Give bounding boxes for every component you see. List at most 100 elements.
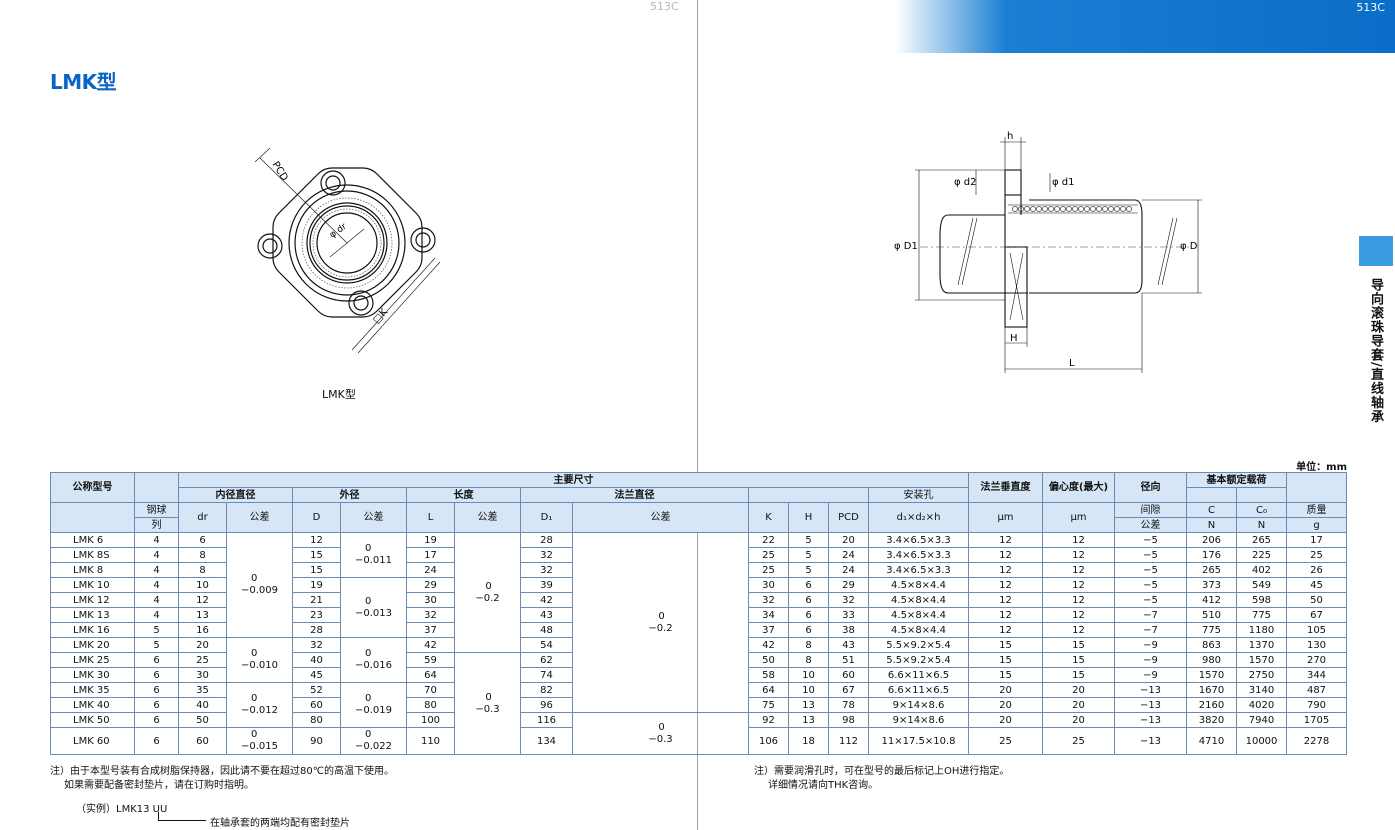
cell-PCD: 98 [828, 712, 869, 728]
cell-D-tol-value: 0−0.011 [355, 543, 392, 567]
cell-D: 19 [292, 577, 341, 593]
cell-C0: 3140 [1236, 682, 1287, 698]
cell-K: 22 [748, 532, 789, 548]
cell-C: 2160 [1186, 697, 1237, 713]
cell-C: 4710 [1186, 727, 1237, 755]
cell-mount-hole: 9×14×8.6 [868, 697, 969, 713]
cell-dr-tol-upper: 0 [250, 693, 258, 704]
cell-D1: 82 [520, 682, 573, 698]
th-D: D [292, 502, 341, 533]
cell-L-tol: 0−0.3 [454, 652, 521, 755]
cell-ball-rows: 6 [134, 697, 179, 713]
cell-PCD: 51 [828, 652, 869, 668]
cell-C0: 10000 [1236, 727, 1287, 755]
th-nominal: 公称型号 [50, 472, 135, 503]
side-view-drawing: h φ d2 φ d1 φ D1 φ D H L [894, 131, 1202, 373]
cell-ball-rows: 4 [134, 577, 179, 593]
cell-clearance: −7 [1114, 607, 1187, 623]
cell-mount-hole: 11×17.5×10.8 [868, 727, 969, 755]
cell-D1: 32 [520, 547, 573, 563]
cell-ball-rows: 4 [134, 607, 179, 623]
cell-clearance: −9 [1114, 652, 1187, 668]
cell-perpendicularity: 20 [968, 712, 1043, 728]
cell-mount-hole: 6.6×11×6.5 [868, 667, 969, 683]
cell-dr-tol-value: 0−0.010 [241, 648, 278, 672]
cell-D: 15 [292, 547, 341, 563]
th-length: 长度 [406, 487, 521, 503]
cell-dr: 12 [178, 592, 227, 608]
cell-mount-hole: 9×14×8.6 [868, 712, 969, 728]
th-load-blank1 [1186, 487, 1237, 503]
cell-D-tol-lower: −0.013 [354, 607, 392, 619]
D1-label: φ D1 [894, 241, 918, 252]
dr-label: φ dr [328, 222, 349, 241]
cell-dr-tol-lower: −0.012 [240, 705, 278, 716]
cell-D1-tol-upper: 0 [658, 610, 665, 622]
cell-L: 37 [406, 622, 455, 638]
cell-L: 19 [406, 532, 455, 548]
cell-perpendicularity: 15 [968, 652, 1043, 668]
cell-D-tol-upper: 0 [364, 693, 372, 704]
cell-D-tol-lower: −0.011 [354, 555, 392, 566]
cell-D: 15 [292, 562, 341, 578]
th-D1-tol: 公差 [572, 502, 749, 533]
order-example: （实例）LMK13 UU [76, 804, 168, 815]
cell-eccentricity: 15 [1042, 637, 1115, 653]
cell-K: 30 [748, 577, 789, 593]
cell-L: 17 [406, 547, 455, 563]
cell-PCD: 38 [828, 622, 869, 638]
spec-table-wrapper: 公称型号 主要尺寸 法兰垂直度 偏心度(最大) 径向 基本额定载荷 内径直径 外… [50, 472, 1347, 762]
cell-D-tol-value: 0−0.019 [355, 693, 392, 717]
cell-PCD: 24 [828, 547, 869, 563]
page-spine [697, 0, 698, 830]
cell-L: 100 [406, 712, 455, 728]
cell-L: 42 [406, 637, 455, 653]
th-dr-tol: 公差 [226, 502, 293, 533]
cell-perpendicularity: 12 [968, 577, 1043, 593]
L-label: L [1069, 358, 1075, 369]
cell-D1: 96 [520, 697, 573, 713]
cell-perpendicularity: 12 [968, 622, 1043, 638]
cell-K: 50 [748, 652, 789, 668]
th-kh-blank [748, 487, 869, 503]
cell-mass: 67 [1286, 607, 1347, 623]
th-mount: 安装孔 [868, 487, 969, 503]
cell-D: 90 [292, 727, 341, 755]
cell-model: LMK 16 [50, 622, 135, 638]
cell-dr-tol-value: 0−0.009 [241, 573, 278, 597]
note-right-1: 注）需要润滑孔时，可在型号的最后标记上OH进行指定。 [754, 766, 1010, 777]
cell-L: 80 [406, 697, 455, 713]
th-outer: 外径 [292, 487, 407, 503]
cell-D-tol: 0−0.022 [340, 727, 407, 755]
cell-H: 5 [788, 532, 829, 548]
cell-mount-hole: 4.5×8×4.4 [868, 592, 969, 608]
cell-D: 40 [292, 652, 341, 668]
cell-mount-hole: 4.5×8×4.4 [868, 622, 969, 638]
cell-clearance: −13 [1114, 682, 1187, 698]
cell-H: 5 [788, 547, 829, 563]
th-L-tol: 公差 [454, 502, 521, 533]
th-K: K [748, 502, 789, 533]
cell-D: 21 [292, 592, 341, 608]
cell-ball-rows: 4 [134, 562, 179, 578]
cell-D1: 54 [520, 637, 573, 653]
cell-C: 775 [1186, 622, 1237, 638]
note-right-2: 详细情况请向THK咨询。 [768, 780, 879, 791]
cell-L-tol-upper: 0 [485, 580, 492, 592]
cell-ball-rows: 4 [134, 532, 179, 548]
cell-perpendicularity: 12 [968, 547, 1043, 563]
cell-ball-rows: 6 [134, 667, 179, 683]
cell-eccentricity: 15 [1042, 652, 1115, 668]
th-main-dims: 主要尺寸 [178, 472, 969, 488]
cell-D1: 28 [520, 532, 573, 548]
cell-dr-tol: 0−0.012 [226, 682, 293, 728]
cell-eccentricity: 20 [1042, 697, 1115, 713]
cell-model: LMK 13 [50, 607, 135, 623]
cell-perpendicularity: 20 [968, 682, 1043, 698]
cell-mass: 2278 [1286, 727, 1347, 755]
cell-mount-hole: 3.4×6.5×3.3 [868, 532, 969, 548]
